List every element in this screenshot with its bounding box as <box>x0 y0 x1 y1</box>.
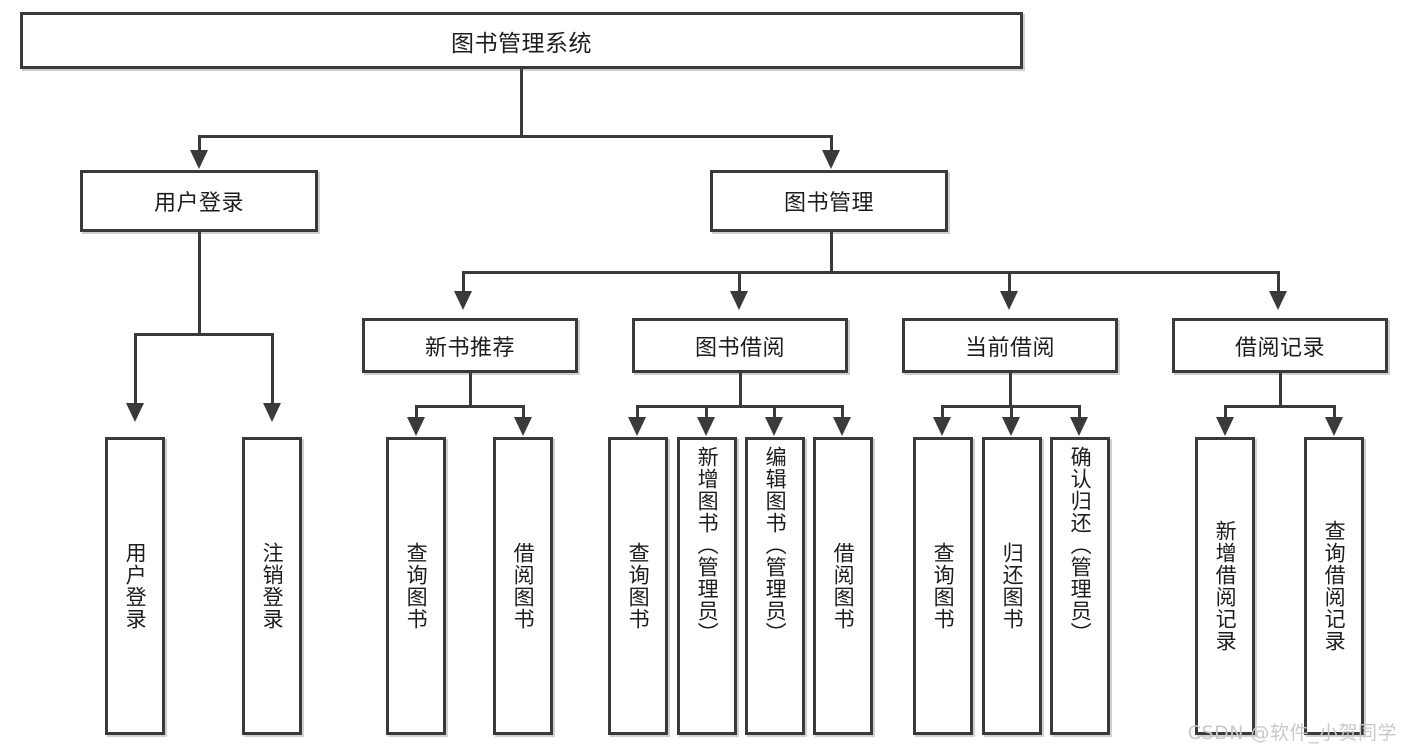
leaf-record-add-record[interactable]: 新增借阅记录 <box>1195 437 1255 735</box>
node-label: 编辑图书（管理员） <box>763 446 788 644</box>
edge-user-login-drop-2 <box>271 333 274 405</box>
arrow-to-borrow-leaf-4 <box>833 417 851 436</box>
arrow-to-borrow-record <box>1269 291 1287 310</box>
arrow-to-new-book-recommend <box>454 291 472 310</box>
arrow-to-user-login <box>190 150 208 169</box>
edge-current-drop-3 <box>1078 405 1081 419</box>
edge-book-manage-drop-4 <box>1277 271 1280 293</box>
edge-user-login-drop-1 <box>134 333 137 405</box>
node-label: 查询图书 <box>931 542 956 630</box>
leaf-user-login[interactable]: 用户登录 <box>105 437 165 735</box>
leaf-current-confirm-return-admin[interactable]: 确认归还（管理员） <box>1050 437 1110 735</box>
arrow-to-borrow-leaf-1 <box>628 417 646 436</box>
edge-borrow-bus <box>636 405 844 408</box>
edge-borrow-drop-4 <box>841 405 844 419</box>
edge-root-stem <box>520 69 523 137</box>
node-label: 用户登录 <box>153 191 244 216</box>
edge-book-manage-drop-3 <box>1008 271 1011 293</box>
edge-borrow-drop-1 <box>636 405 639 419</box>
arrow-to-borrow-leaf-2 <box>697 417 715 436</box>
node-label: 图书借阅 <box>694 335 785 361</box>
arrow-to-book-borrow <box>730 291 748 310</box>
leaf-borrow-edit-book-admin[interactable]: 编辑图书（管理员） <box>745 437 805 735</box>
edge-record-drop-2 <box>1333 405 1336 419</box>
edge-root-drop-right <box>830 135 833 153</box>
node-label: 当前借阅 <box>964 335 1055 361</box>
edge-current-stem <box>1009 373 1012 407</box>
arrow-to-logout-leaf <box>263 403 281 422</box>
leaf-current-return-book[interactable]: 归还图书 <box>982 437 1042 735</box>
edge-root-drop-left <box>198 135 201 153</box>
arrow-to-current-leaf-1 <box>933 417 951 436</box>
node-label: 归还图书 <box>1000 542 1025 630</box>
edge-borrow-drop-2 <box>705 405 708 419</box>
node-borrow-record[interactable]: 借阅记录 <box>1172 318 1388 373</box>
node-book-manage[interactable]: 图书管理 <box>710 170 948 232</box>
leaf-recommend-borrow-book[interactable]: 借阅图书 <box>493 437 553 735</box>
node-label: 新增借阅记录 <box>1213 520 1238 652</box>
edge-recommend-drop-2 <box>522 405 525 419</box>
arrow-to-recommend-leaf-2 <box>514 417 532 436</box>
edge-root-bus <box>198 135 832 138</box>
arrow-to-current-leaf-3 <box>1070 417 1088 436</box>
edge-recommend-stem <box>469 373 472 407</box>
arrow-to-user-login-leaf <box>126 403 144 422</box>
arrow-to-borrow-leaf-3 <box>765 417 783 436</box>
node-label: 新书推荐 <box>424 335 515 361</box>
node-label: 查询图书 <box>626 542 651 630</box>
edge-record-bus <box>1224 405 1336 408</box>
arrow-to-record-leaf-2 <box>1325 417 1343 436</box>
leaf-recommend-query-book[interactable]: 查询图书 <box>386 437 446 735</box>
node-label: 用户登录 <box>123 542 148 630</box>
node-label: 图书管理 <box>783 191 874 216</box>
node-new-book-recommend[interactable]: 新书推荐 <box>362 318 578 373</box>
edge-user-login-bus <box>134 333 274 336</box>
arrow-to-current-leaf-2 <box>1002 417 1020 436</box>
node-label: 查询借阅记录 <box>1322 520 1347 652</box>
node-label: 借阅图书 <box>511 542 536 630</box>
leaf-borrow-query-book[interactable]: 查询图书 <box>608 437 668 735</box>
node-label: 新增图书（管理员） <box>695 446 720 644</box>
edge-recommend-drop-1 <box>415 405 418 419</box>
node-label: 借阅图书 <box>831 542 856 630</box>
edge-record-drop-1 <box>1224 405 1227 419</box>
leaf-borrow-add-book-admin[interactable]: 新增图书（管理员） <box>677 437 737 735</box>
node-label: 查询图书 <box>404 542 429 630</box>
arrow-to-current-borrow <box>1000 291 1018 310</box>
leaf-borrow-borrow-book[interactable]: 借阅图书 <box>813 437 873 735</box>
node-user-login[interactable]: 用户登录 <box>80 170 318 232</box>
edge-current-drop-2 <box>1010 405 1013 419</box>
node-book-borrow[interactable]: 图书借阅 <box>632 318 848 373</box>
node-label: 图书管理系统 <box>451 30 592 57</box>
arrow-to-book-manage <box>822 150 840 169</box>
edge-current-drop-1 <box>941 405 944 419</box>
edge-user-login-stem <box>198 232 201 335</box>
arrow-to-recommend-leaf-1 <box>407 417 425 436</box>
node-label: 借阅记录 <box>1234 335 1325 361</box>
arrow-to-record-leaf-1 <box>1216 417 1234 436</box>
edge-book-manage-drop-1 <box>462 271 465 293</box>
node-current-borrow[interactable]: 当前借阅 <box>902 318 1118 373</box>
edge-record-stem <box>1279 373 1282 407</box>
edge-book-manage-drop-2 <box>738 271 741 293</box>
edge-borrow-drop-3 <box>773 405 776 419</box>
edge-borrow-stem <box>739 373 742 407</box>
leaf-current-query-book[interactable]: 查询图书 <box>913 437 973 735</box>
edge-recommend-bus <box>415 405 525 408</box>
node-label: 注销登录 <box>260 542 285 630</box>
node-label: 确认归还（管理员） <box>1068 446 1093 644</box>
edge-book-manage-bus <box>462 271 1280 274</box>
leaf-logout[interactable]: 注销登录 <box>242 437 302 735</box>
leaf-record-query-record[interactable]: 查询借阅记录 <box>1304 437 1364 735</box>
edge-book-manage-stem <box>830 232 833 274</box>
node-root-system[interactable]: 图书管理系统 <box>20 12 1023 69</box>
